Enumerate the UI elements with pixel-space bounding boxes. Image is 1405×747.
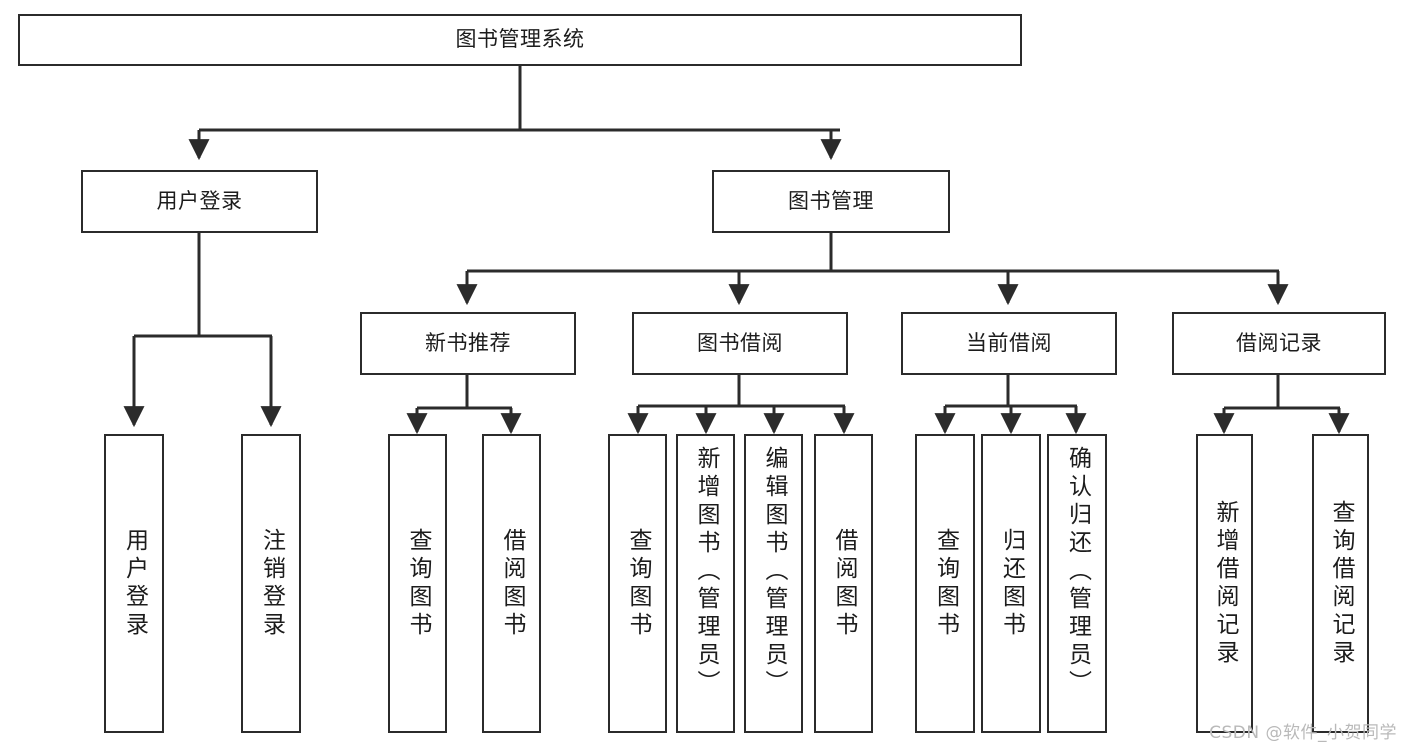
leaf-add-record-label: 新增借阅记录 bbox=[1212, 499, 1238, 668]
leaf-query-book-3-label: 查询图书 bbox=[932, 527, 959, 640]
leaf-query-book-2-label: 查询图书 bbox=[625, 527, 651, 640]
node-user-login-label: 用户登录 bbox=[156, 188, 243, 213]
leaf-user-logout[interactable]: 注销登录 bbox=[241, 434, 301, 733]
node-current-borrow[interactable]: 当前借阅 bbox=[901, 312, 1117, 375]
node-borrow-record[interactable]: 借阅记录 bbox=[1172, 312, 1386, 375]
leaf-add-book[interactable]: 新增图书（管理员） bbox=[676, 434, 735, 733]
node-user-login[interactable]: 用户登录 bbox=[81, 170, 318, 233]
node-borrow-record-label: 借阅记录 bbox=[1236, 330, 1322, 355]
leaf-query-record[interactable]: 查询借阅记录 bbox=[1312, 434, 1369, 733]
leaf-user-login-label: 用户登录 bbox=[121, 527, 148, 640]
csdn-watermark: CSDN @软件_小贺同学 bbox=[1209, 723, 1397, 743]
node-book-management[interactable]: 图书管理 bbox=[712, 170, 950, 233]
leaf-borrow-book-2[interactable]: 借阅图书 bbox=[814, 434, 873, 733]
leaf-query-book-3[interactable]: 查询图书 bbox=[915, 434, 975, 733]
leaf-query-record-label: 查询借阅记录 bbox=[1328, 499, 1354, 668]
node-book-borrow-label: 图书借阅 bbox=[697, 330, 783, 355]
leaf-query-book-1[interactable]: 查询图书 bbox=[388, 434, 447, 733]
leaf-borrow-book-1-label: 借阅图书 bbox=[499, 527, 525, 640]
leaf-user-login[interactable]: 用户登录 bbox=[104, 434, 164, 733]
node-current-borrow-label: 当前借阅 bbox=[966, 330, 1052, 355]
leaf-add-record[interactable]: 新增借阅记录 bbox=[1196, 434, 1253, 733]
leaf-add-book-label: 新增图书（管理员） bbox=[693, 446, 719, 698]
node-root-label: 图书管理系统 bbox=[455, 27, 585, 52]
leaf-edit-book-label: 编辑图书（管理员） bbox=[761, 446, 787, 698]
leaf-borrow-book-2-label: 借阅图书 bbox=[831, 527, 857, 640]
node-new-book-recommend-label: 新书推荐 bbox=[425, 330, 511, 355]
leaf-confirm-return-label: 确认归还（管理员） bbox=[1064, 446, 1091, 698]
leaf-confirm-return[interactable]: 确认归还（管理员） bbox=[1047, 434, 1107, 733]
leaf-user-logout-label: 注销登录 bbox=[258, 527, 285, 640]
leaf-edit-book[interactable]: 编辑图书（管理员） bbox=[744, 434, 803, 733]
leaf-return-book[interactable]: 归还图书 bbox=[981, 434, 1041, 733]
leaf-query-book-2[interactable]: 查询图书 bbox=[608, 434, 667, 733]
node-new-book-recommend[interactable]: 新书推荐 bbox=[360, 312, 576, 375]
leaf-query-book-1-label: 查询图书 bbox=[405, 527, 431, 640]
leaf-borrow-book-1[interactable]: 借阅图书 bbox=[482, 434, 541, 733]
leaf-return-book-label: 归还图书 bbox=[998, 527, 1025, 640]
node-book-borrow[interactable]: 图书借阅 bbox=[632, 312, 848, 375]
node-root[interactable]: 图书管理系统 bbox=[18, 14, 1022, 66]
node-book-management-label: 图书管理 bbox=[788, 188, 874, 213]
